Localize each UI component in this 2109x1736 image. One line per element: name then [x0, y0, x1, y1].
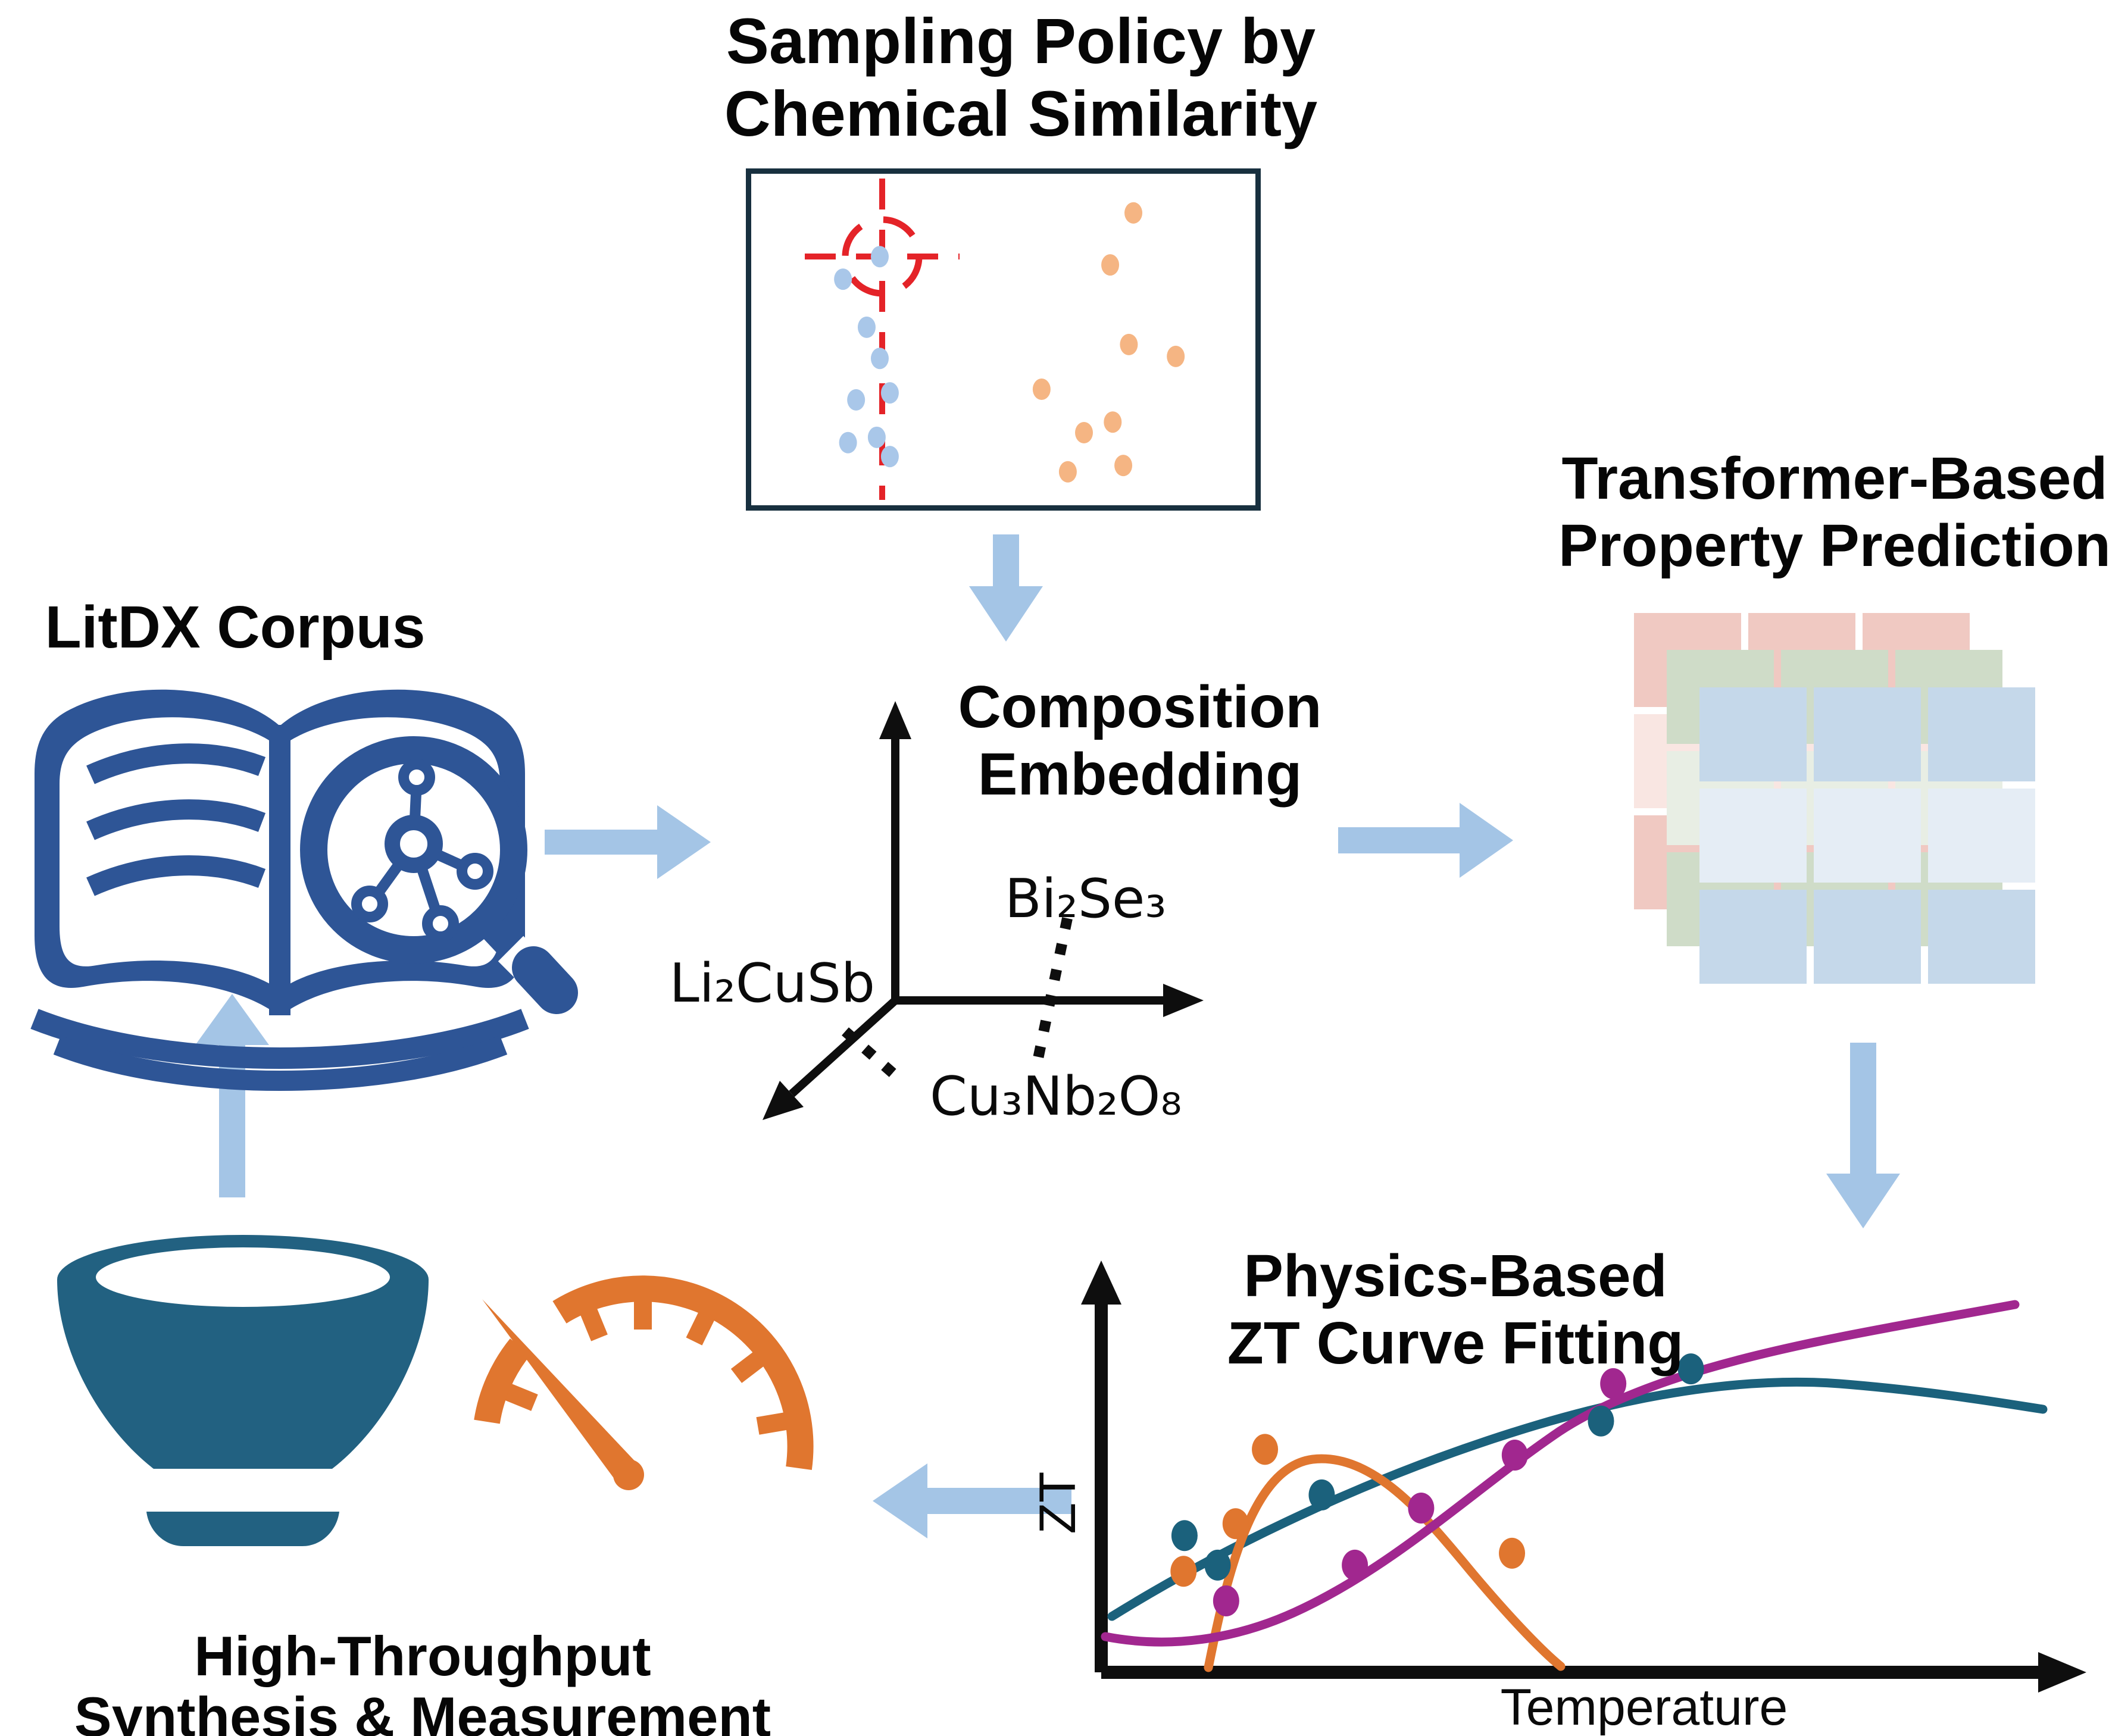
zt-xlabel: Temperature	[1501, 1679, 1788, 1736]
sampling-title: Sampling Policy by Chemical Similarity	[724, 5, 1318, 150]
gauge-icon	[474, 1275, 814, 1490]
matrix-cell	[1928, 890, 2035, 984]
book-bottom-pages	[30, 1009, 529, 1091]
embedding-tick-marks	[842, 917, 1073, 1083]
litdx-title: LitDX Corpus	[45, 594, 426, 661]
dissimilar-cluster-point	[1124, 202, 1143, 224]
zt-curves-and-points	[1101, 1300, 2048, 1672]
bowl-icon	[57, 1235, 429, 1546]
book-icon	[30, 689, 578, 1091]
transformer-title: Transformer-Based Property Prediction	[1558, 445, 2109, 579]
similar-cluster-point	[870, 246, 889, 268]
arrow-down-sampling-to-embedding	[969, 534, 1043, 642]
teal-data-point	[1204, 1549, 1231, 1581]
magenta-data-point	[1501, 1439, 1528, 1471]
teal-data-point	[1171, 1520, 1198, 1552]
matrix-cell	[1814, 687, 1921, 781]
dissimilar-cluster-point	[1058, 461, 1077, 483]
orange-data-point	[1499, 1537, 1526, 1569]
similar-cluster-point	[847, 389, 866, 411]
physics-title: Physics-Based ZT Curve Fitting	[1227, 1243, 1684, 1377]
arrow-down-transformer-to-physics	[1826, 1043, 1900, 1228]
similar-cluster-point	[857, 316, 876, 338]
formula-cu3nb2o8: Cu₃Nb₂O₈	[930, 1065, 1182, 1128]
teal-data-point	[1677, 1353, 1704, 1385]
gauge-ticks	[505, 1301, 788, 1435]
embedding-axes	[763, 701, 1204, 1120]
magnifier-icon	[300, 736, 578, 1014]
arrow-up-synthesis-to-litdx	[195, 994, 269, 1197]
arrow-right-embedding-to-transformer	[1338, 803, 1513, 878]
similar-cluster-point	[839, 431, 857, 453]
dissimilar-cluster-point	[1075, 422, 1093, 444]
dissimilar-cluster-point	[1032, 379, 1051, 401]
arrow-right-litdx-to-embedding	[545, 805, 711, 879]
dissimilar-cluster-point	[1114, 455, 1133, 477]
matrix-cell	[1699, 687, 1807, 781]
similar-cluster-point	[834, 268, 852, 290]
gauge-needle	[482, 1299, 644, 1490]
matrix-cell	[1814, 789, 1921, 883]
matrix-cell	[1928, 687, 2035, 781]
scatter-dots	[834, 202, 1185, 483]
dissimilar-cluster-point	[1167, 345, 1185, 367]
magenta-data-point	[1342, 1549, 1368, 1581]
zt-plot: ZT Temperature	[1029, 1260, 2086, 1736]
similar-cluster-point	[880, 382, 899, 404]
zt-axes	[1081, 1260, 2086, 1693]
dissimilar-cluster-point	[1120, 333, 1138, 355]
similar-cluster-point	[867, 426, 886, 448]
flow-arrows	[195, 534, 1900, 1538]
orange-data-point	[1252, 1434, 1279, 1465]
magenta-data-point	[1600, 1368, 1627, 1399]
book-text-lines	[86, 743, 266, 896]
matrix-cell	[1814, 890, 1921, 984]
synthesis-title: High-Throughput Synthesis & Measurement	[74, 1625, 771, 1736]
dissimilar-cluster-point	[1104, 411, 1122, 433]
formula-li2cusb: Li₂CuSb	[669, 952, 875, 1015]
formula-bi2se3: Bi₂Se₃	[1005, 868, 1167, 930]
material-orange-curve	[1204, 1454, 1566, 1672]
dissimilar-cluster-point	[1101, 254, 1120, 276]
teal-data-point	[1308, 1479, 1335, 1510]
arrow-left-physics-to-synthesis	[873, 1463, 1071, 1538]
matrix-cell	[1699, 789, 1807, 883]
material-magenta-curve	[1101, 1300, 2020, 1647]
matrix-cell	[1699, 890, 1807, 984]
matrix-layer-blue	[1699, 687, 2035, 984]
similar-cluster-point	[870, 348, 889, 370]
magenta-data-point	[1213, 1585, 1239, 1616]
molecule-icon	[351, 759, 493, 942]
orange-data-point	[1170, 1556, 1197, 1587]
embedding-title: Composition Embedding	[958, 674, 1322, 808]
magenta-data-point	[1408, 1493, 1435, 1524]
orange-data-point	[1222, 1508, 1249, 1540]
similar-cluster-point	[880, 446, 899, 468]
material-teal-curve	[1107, 1377, 2048, 1621]
similarity-scatter-panel	[746, 168, 1261, 511]
zt-ylabel: ZT	[1029, 1471, 1086, 1534]
matrix-cell	[1928, 789, 2035, 883]
teal-data-point	[1588, 1405, 1614, 1437]
similarity-scatter-plot	[805, 179, 1185, 500]
